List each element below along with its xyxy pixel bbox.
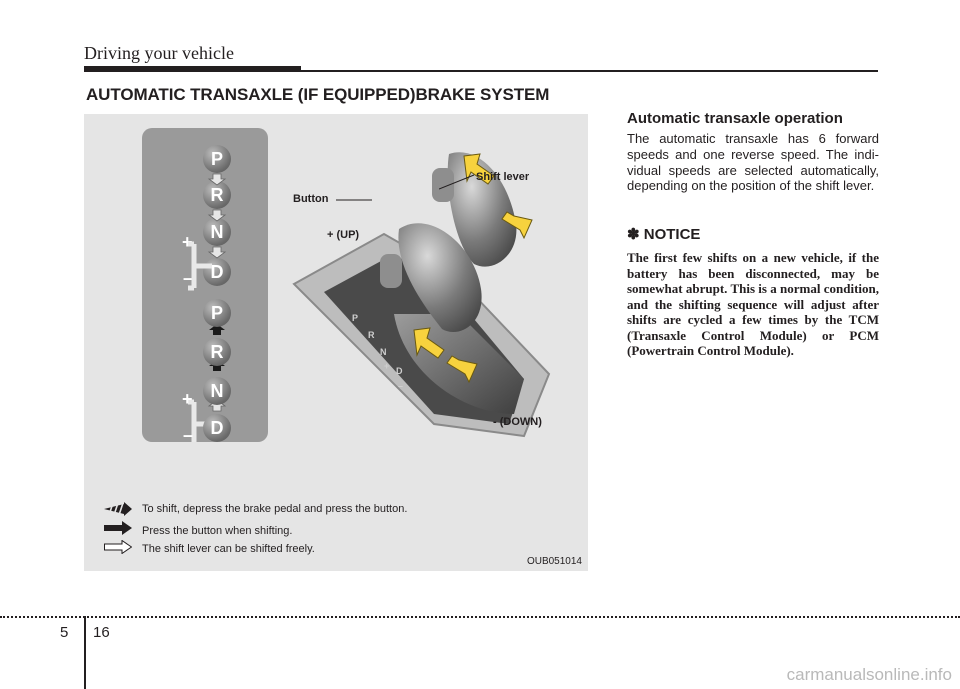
solid-arrow-icon <box>104 521 132 535</box>
page-number: 16 <box>93 624 110 641</box>
outline-arrow-icon <box>104 540 132 554</box>
gate-position-d: D <box>203 414 231 442</box>
notice-title: NOTICE <box>644 226 701 243</box>
gate-position-r: R <box>203 338 231 366</box>
console-letter: + <box>384 361 389 371</box>
legend-text: The shift lever can be shifted freely. <box>142 543 315 555</box>
notice-heading: ✽ NOTICE <box>627 225 700 243</box>
plus-label: + <box>182 389 193 410</box>
console-letter: R <box>368 330 375 340</box>
notice-icon: ✽ <box>627 226 640 243</box>
legend-text: Press the button when shifting. <box>142 525 292 537</box>
callout-down: - (DOWN) <box>493 416 542 428</box>
notice-text: The first few shifts on a new vehicle, i… <box>627 250 879 359</box>
minus-label: – <box>183 425 193 446</box>
gate-position-n: N <box>203 377 231 405</box>
header-rule <box>84 70 878 72</box>
callout-line <box>439 174 549 194</box>
figure-code: OUB051014 <box>527 556 582 567</box>
console-letter: N <box>380 347 387 357</box>
footer-divider <box>84 616 86 689</box>
footer-rule <box>0 616 960 618</box>
callout-up: + (UP) <box>327 229 359 241</box>
body-paragraph: The automatic transaxle has 6 forward sp… <box>627 131 879 194</box>
chapter-number: 5 <box>60 624 68 641</box>
legend-text: To shift, depress the brake pedal and pr… <box>142 503 407 515</box>
callout-button: Button <box>293 193 328 205</box>
callout-line <box>336 196 376 206</box>
section-title: AUTOMATIC TRANSAXLE (IF EQUIPPED)BRAKE S… <box>86 85 549 105</box>
console-letter: D <box>396 366 403 376</box>
gate-position-p: P <box>203 299 231 327</box>
subheading: Automatic transaxle operation <box>627 110 843 127</box>
chapter-title: Driving your vehicle <box>84 43 234 64</box>
console-letter: – <box>398 381 403 391</box>
figure-panel: P R N D + – P R N D + – <box>84 114 588 571</box>
brake-and-button-arrow-icon <box>104 502 132 516</box>
console-letter: P <box>352 313 358 323</box>
shift-gate-diagram: P R N D + – P R N D + – <box>142 128 268 442</box>
watermark: carmanualsonline.info <box>787 665 952 685</box>
